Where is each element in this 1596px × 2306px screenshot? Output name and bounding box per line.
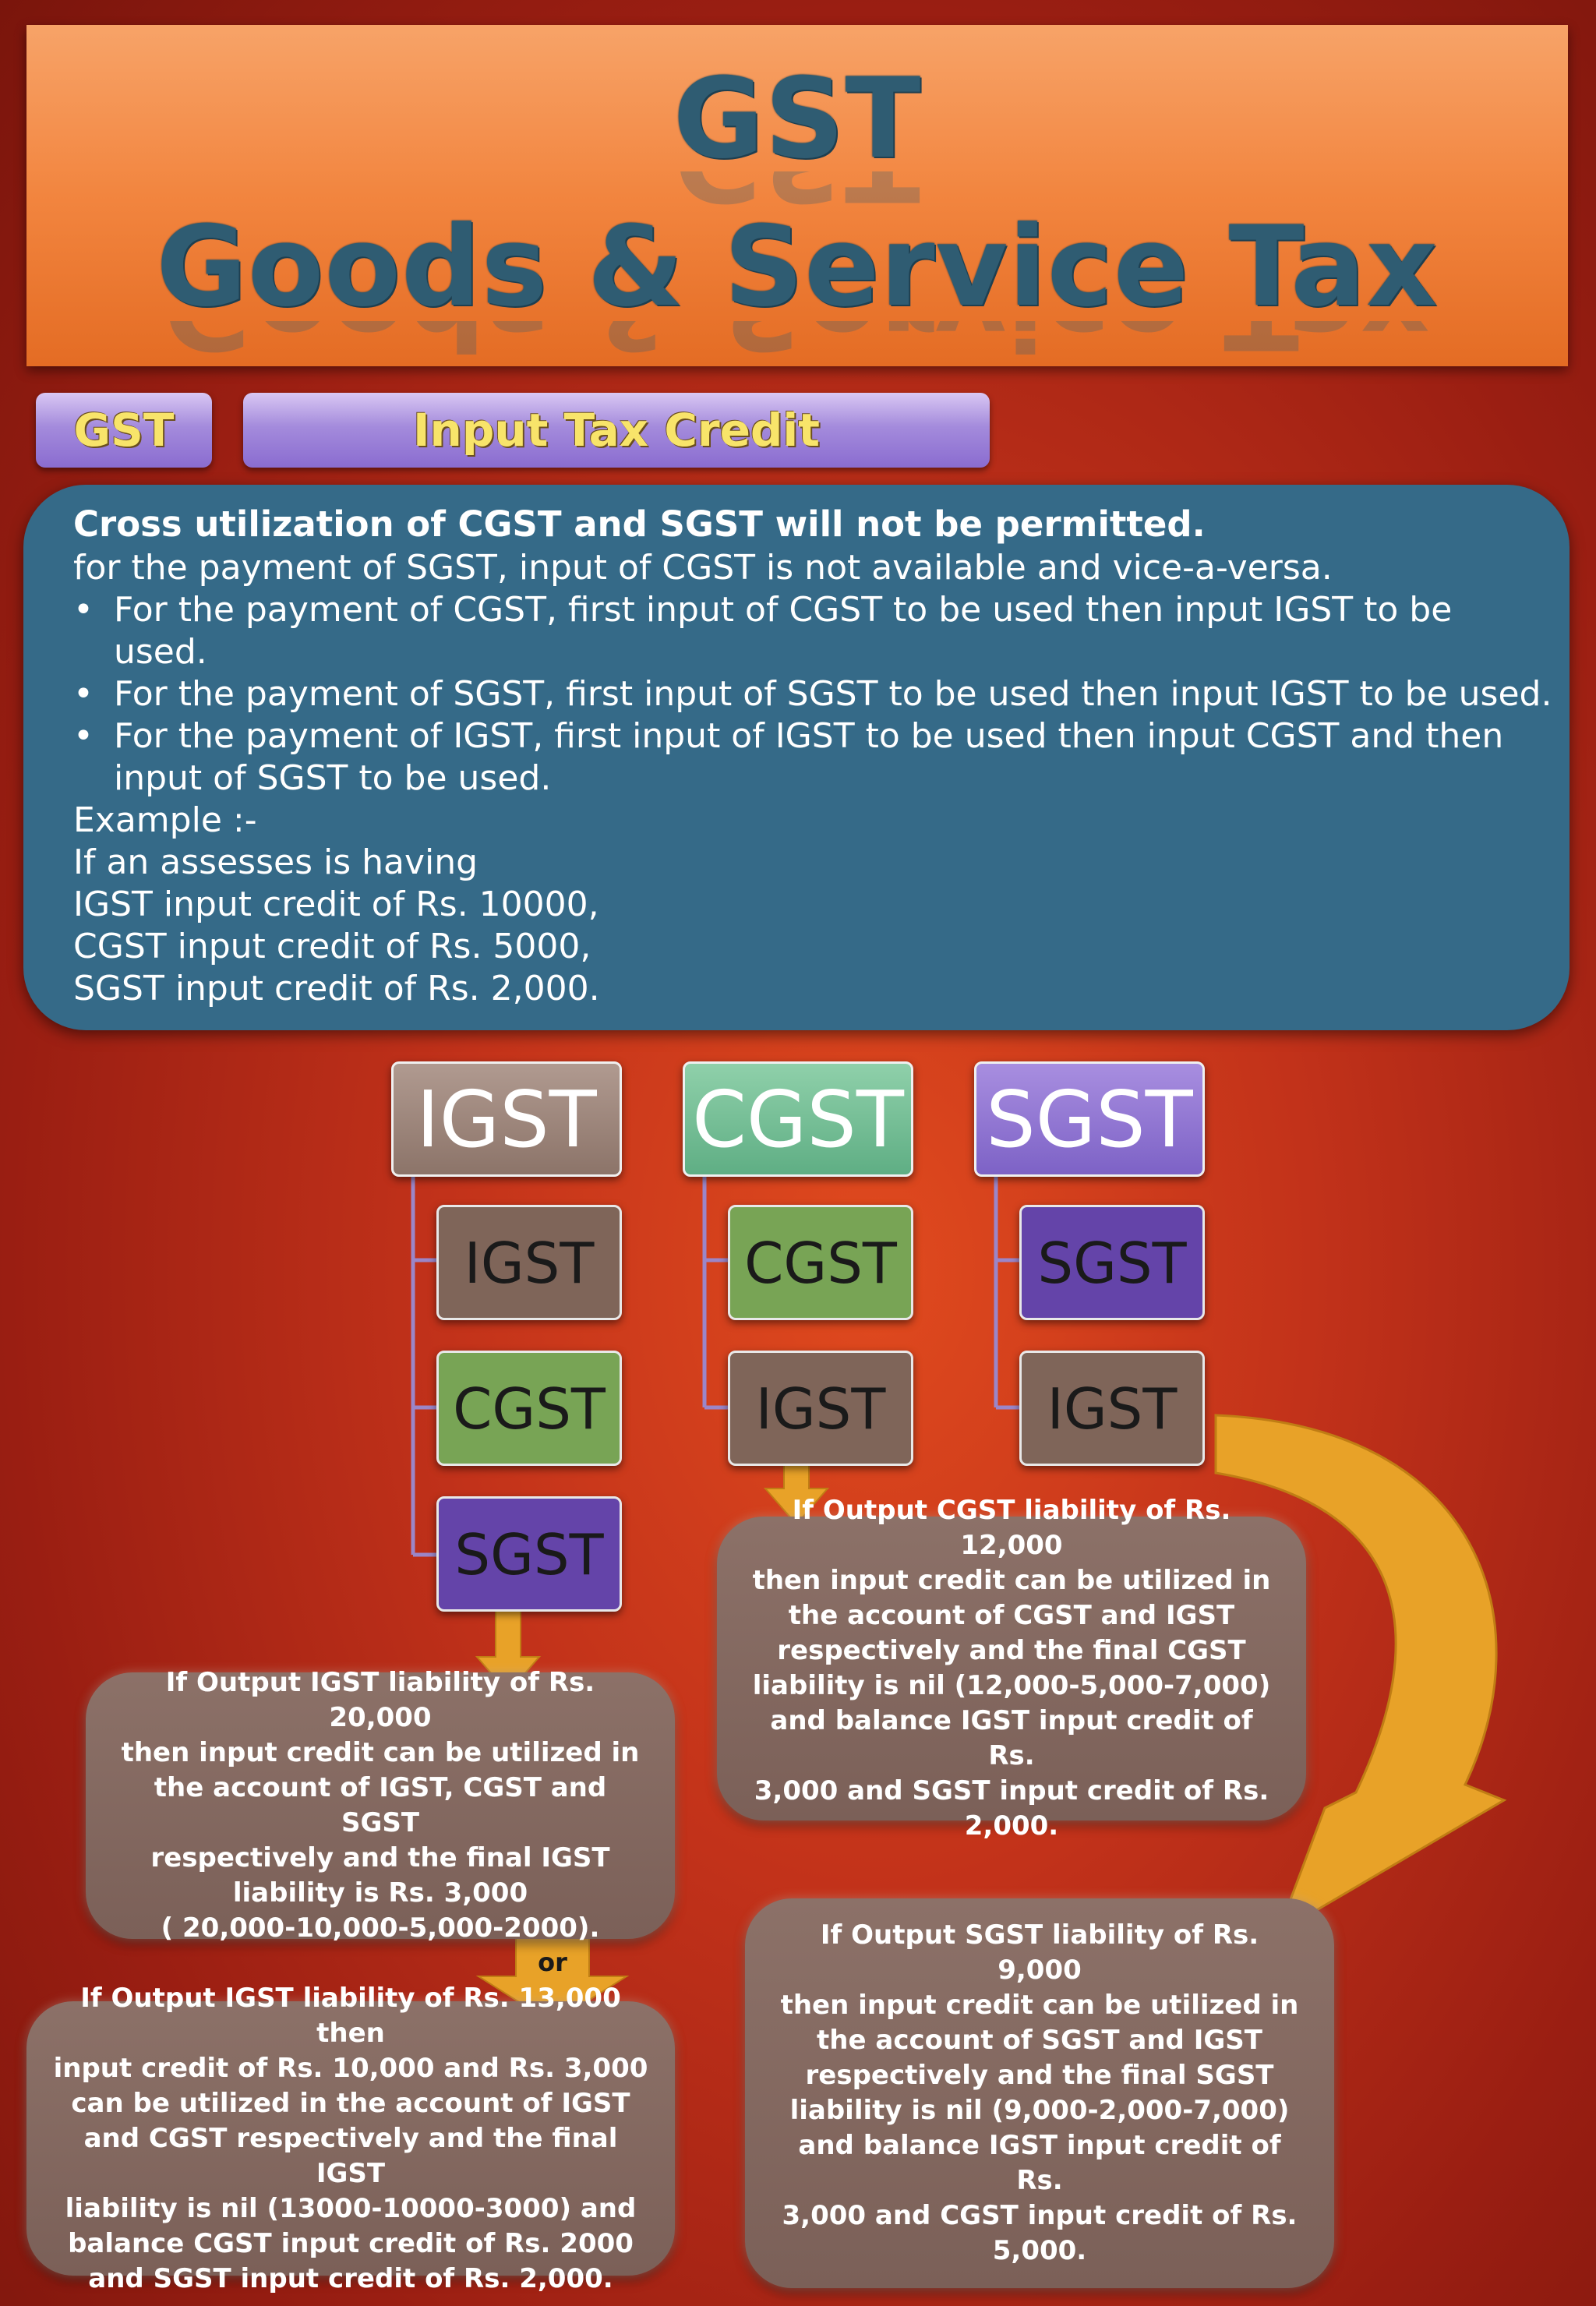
bubble-line: can be utilized in the account of IGST <box>71 2087 630 2119</box>
info-intro: for the payment of SGST, input of CGST i… <box>73 548 1333 588</box>
bullet-1-line-2: used. <box>114 632 207 672</box>
tab-input-tax-credit[interactable]: Input Tax Credit <box>243 393 990 468</box>
header-banner: GST GST Goods & Service Tax Goods & Serv… <box>26 25 1568 366</box>
bubble-line: then input credit can be utilized in <box>752 1565 1271 1596</box>
bubble-line: 5,000. <box>992 2235 1087 2266</box>
bullet-1-line-1: For the payment of CGST, first input of … <box>114 590 1453 630</box>
bubble-line: If Output CGST liability of Rs. 12,000 <box>792 1495 1231 1561</box>
igst-item-cgst: CGST <box>436 1351 622 1466</box>
bubble-line: balance CGST input credit of Rs. 2000 <box>68 2227 634 2259</box>
igst-item-sgst: SGST <box>436 1496 622 1612</box>
igst-tree-connector <box>411 1172 438 1557</box>
bullet-2-line-1: For the payment of SGST, first input of … <box>114 674 1552 714</box>
column-header-igst: IGST <box>391 1061 622 1177</box>
bubble-line: and balance IGST input credit of Rs. <box>770 1705 1253 1771</box>
bubble-line: and balance IGST input credit of Rs. <box>798 2130 1281 2196</box>
bubble-line: If Output IGST liability of Rs. 13,000 t… <box>80 1982 621 2049</box>
bubble-line: liability is nil (12,000-5,000-7,000) <box>752 1670 1271 1701</box>
bubble-line: the account of IGST, CGST and SGST <box>154 1772 607 1838</box>
bubble-line: the account of SGST and IGST <box>817 2025 1262 2056</box>
bullet-marker: • <box>73 590 94 630</box>
bubble-line: 3,000 and CGST input credit of Rs. <box>782 2200 1298 2231</box>
arrow-or <box>475 1933 630 2025</box>
bubble-line: and CGST respectively and the final IGST <box>83 2122 618 2189</box>
bubble-line: input credit of Rs. 10,000 and Rs. 3,000 <box>53 2052 648 2084</box>
example-label: Example :- <box>73 800 257 840</box>
column-header-cgst: CGST <box>683 1061 913 1177</box>
bubble-line: ( 20,000-10,000-5,000-2000). <box>161 1912 600 1944</box>
bubble-line: and SGST input credit of Rs. 2,000. <box>88 2262 613 2294</box>
bubble-line: respectively and the final CGST <box>777 1635 1246 1666</box>
bubble-line: the account of CGST and IGST <box>788 1600 1235 1631</box>
bubble-line: then input credit can be utilized in <box>121 1737 640 1768</box>
bubble-line: If Output SGST liability of Rs. 9,000 <box>820 1919 1259 1986</box>
main-title: GST <box>673 55 922 183</box>
bubble-sgst-example: If Output SGST liability of Rs. 9,000 th… <box>745 1898 1334 2288</box>
or-label: or <box>538 1948 567 1977</box>
bubble-line: 3,000 and SGST input credit of Rs. <box>754 1775 1269 1806</box>
sgst-item-igst: IGST <box>1019 1351 1205 1466</box>
column-header-sgst: SGST <box>974 1061 1205 1177</box>
example-igst-credit: IGST input credit of Rs. 10000, <box>73 885 599 924</box>
bubble-line: respectively and the final SGST <box>805 2060 1274 2091</box>
bubble-line: then input credit can be utilized in <box>780 1990 1299 2021</box>
subtitle: Goods & Service Tax <box>156 203 1439 331</box>
bullet-3-line-1: For the payment of IGST, first input of … <box>114 716 1504 756</box>
example-line: If an assesses is having <box>73 842 478 882</box>
bullet-3-line-2: input of SGST to be used. <box>114 758 552 798</box>
bubble-line: respectively and the final IGST <box>150 1842 610 1873</box>
bubble-igst-example-2: If Output IGST liability of Rs. 13,000 t… <box>26 1983 675 2294</box>
example-cgst-credit: CGST input credit of Rs. 5000, <box>73 927 591 966</box>
sgst-tree-connector <box>994 1172 1021 1410</box>
info-panel: Cross utilization of CGST and SGST will … <box>23 485 1570 1030</box>
example-sgst-credit: SGST input credit of Rs. 2,000. <box>73 969 600 1008</box>
bubble-igst-example-1: If Output IGST liability of Rs. 20,000 t… <box>86 1667 675 1944</box>
bubble-line: If Output IGST liability of Rs. 20,000 <box>165 1667 595 1733</box>
igst-item-igst: IGST <box>436 1205 622 1320</box>
sgst-item-sgst: SGST <box>1019 1205 1205 1320</box>
info-heading: Cross utilization of CGST and SGST will … <box>73 503 1206 545</box>
cgst-item-igst: IGST <box>728 1351 913 1466</box>
bubble-line: liability is nil (13000-10000-3000) and <box>65 2192 637 2224</box>
bubble-line: liability is Rs. 3,000 <box>232 1877 528 1909</box>
bullet-marker: • <box>73 674 94 714</box>
bullet-marker: • <box>73 716 94 756</box>
bubble-cgst-example: If Output CGST liability of Rs. 12,000 t… <box>717 1495 1306 1842</box>
cgst-item-cgst: CGST <box>728 1205 913 1320</box>
bubble-line: liability is nil (9,000-2,000-7,000) <box>789 2095 1290 2126</box>
bubble-line: 2,000. <box>964 1810 1059 1842</box>
cgst-tree-connector <box>702 1172 729 1410</box>
tab-gst[interactable]: GST <box>36 393 212 468</box>
curved-arrow-sgst <box>1214 1414 1507 1936</box>
